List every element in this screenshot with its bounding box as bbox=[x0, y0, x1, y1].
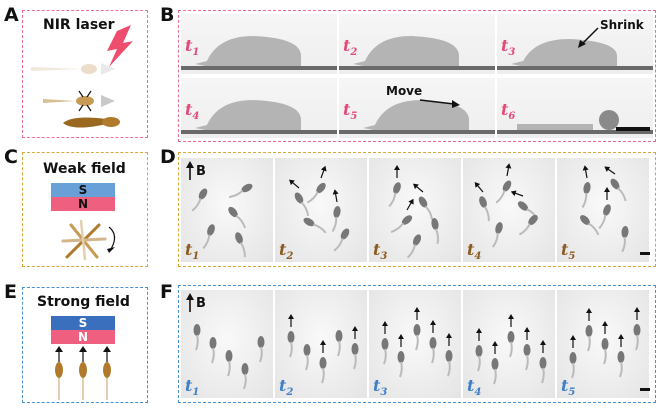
panel-label-e: E bbox=[4, 281, 17, 303]
field-label: B bbox=[196, 164, 206, 179]
gripper-robot-image bbox=[181, 36, 337, 70]
frame-b-1 bbox=[181, 14, 337, 74]
panel-label-c: C bbox=[4, 146, 18, 168]
frame-b-2 bbox=[339, 14, 495, 74]
random-swimmer-bundle bbox=[61, 219, 107, 261]
frame-b-4 bbox=[181, 78, 337, 138]
aligned-swimmer-2 bbox=[79, 346, 87, 400]
time-label-d-1: t1 bbox=[185, 240, 200, 263]
time-label-f-1: t1 bbox=[185, 376, 200, 399]
rotation-arrow-icon bbox=[108, 226, 116, 250]
time-label-f-5: t5 bbox=[561, 376, 576, 399]
frame-f-4 bbox=[463, 290, 555, 398]
shrink-annotation: Shrink bbox=[600, 18, 644, 32]
magnet-south-label: S bbox=[78, 316, 88, 330]
time-label-b-5: t5 bbox=[343, 100, 358, 123]
swimmer-swarm-image bbox=[381, 307, 453, 378]
frame-b-5 bbox=[339, 78, 495, 138]
swimmer-swarm-image bbox=[191, 183, 253, 258]
swimmer-swarm-image bbox=[193, 324, 265, 390]
weak-field-swimmers bbox=[61, 219, 116, 261]
magnet-south-pole: S bbox=[51, 316, 115, 330]
frame-f-2 bbox=[275, 290, 367, 398]
time-label-b-3: t3 bbox=[501, 36, 516, 59]
time-label-f-4: t4 bbox=[467, 376, 482, 399]
time-label-d-2: t2 bbox=[279, 240, 294, 263]
frame-d-2 bbox=[275, 158, 367, 262]
magnet-north-label: N bbox=[77, 197, 89, 211]
frame-d-4 bbox=[463, 158, 555, 262]
weak-field-title: Weak field bbox=[43, 161, 126, 177]
panel-label-a: A bbox=[4, 4, 19, 26]
laser-bolt-icon bbox=[107, 25, 133, 67]
time-label-b-4: t4 bbox=[185, 100, 200, 123]
aligned-swimmer-1 bbox=[55, 346, 63, 400]
panel-d-box bbox=[178, 152, 656, 267]
time-label-d-4: t4 bbox=[467, 240, 482, 263]
frame-d-3 bbox=[369, 158, 461, 262]
magnet-south-label: S bbox=[78, 183, 88, 197]
frame-f-1 bbox=[181, 290, 273, 398]
magnet-north-pole: N bbox=[51, 197, 115, 211]
gripper-robot-image bbox=[497, 39, 653, 70]
nir-laser-title: NIR laser bbox=[43, 17, 115, 33]
swimmer-swarm-image bbox=[289, 165, 350, 252]
time-label-f-2: t2 bbox=[279, 376, 294, 399]
panel-a-box: NIR laser bbox=[22, 10, 148, 138]
swimmer-swarm-image bbox=[569, 307, 641, 379]
panel-a-illustration bbox=[31, 25, 133, 128]
gripper-robot-image bbox=[339, 36, 495, 70]
strong-field-title: Strong field bbox=[37, 294, 130, 310]
frame-b-6 bbox=[497, 78, 653, 138]
time-label-b-6: t6 bbox=[501, 100, 516, 123]
gripper-robot-image bbox=[181, 100, 337, 134]
swimmer-swarm-image bbox=[475, 314, 547, 385]
aligned-swimmers bbox=[55, 346, 111, 400]
panel-b-box bbox=[178, 10, 656, 142]
gripper-robot-image bbox=[339, 100, 495, 134]
panel-c-box: Weak field S N bbox=[22, 152, 148, 267]
frame-f-5 bbox=[557, 290, 649, 398]
panel-f-box bbox=[178, 285, 656, 403]
robot-swimmer-stage-3 bbox=[63, 117, 120, 128]
field-label: B bbox=[196, 296, 206, 311]
robot-swimmer-stage-1 bbox=[31, 63, 115, 75]
swimmer-swarm-image bbox=[474, 163, 539, 248]
time-label-f-3: t3 bbox=[373, 376, 388, 399]
frame-b-3 bbox=[497, 14, 653, 74]
swimmer-swarm-image bbox=[287, 314, 359, 384]
move-annotation: Move bbox=[386, 84, 423, 98]
time-label-b-2: t2 bbox=[343, 36, 358, 59]
swimmer-swarm-image bbox=[580, 165, 629, 253]
panel-label-f: F bbox=[160, 281, 173, 303]
frame-f-3 bbox=[369, 290, 461, 398]
frame-d-5 bbox=[557, 158, 649, 262]
time-label-d-3: t3 bbox=[373, 240, 388, 263]
magnet-north-label: N bbox=[77, 330, 89, 344]
magnet-south-pole: S bbox=[51, 183, 115, 197]
frame-d-1 bbox=[181, 158, 273, 262]
panel-label-b: B bbox=[160, 4, 175, 26]
swimmer-swarm-image bbox=[388, 165, 439, 259]
time-label-d-5: t5 bbox=[561, 240, 576, 263]
aligned-swimmer-3 bbox=[103, 346, 111, 400]
gripper-robot-image bbox=[497, 110, 653, 134]
panel-e-box: Strong field S N bbox=[22, 287, 148, 403]
panel-label-d: D bbox=[160, 146, 176, 168]
time-label-b-1: t1 bbox=[185, 36, 200, 59]
robot-swimmer-stage-2 bbox=[43, 90, 115, 112]
magnet-north-pole: N bbox=[51, 330, 115, 344]
